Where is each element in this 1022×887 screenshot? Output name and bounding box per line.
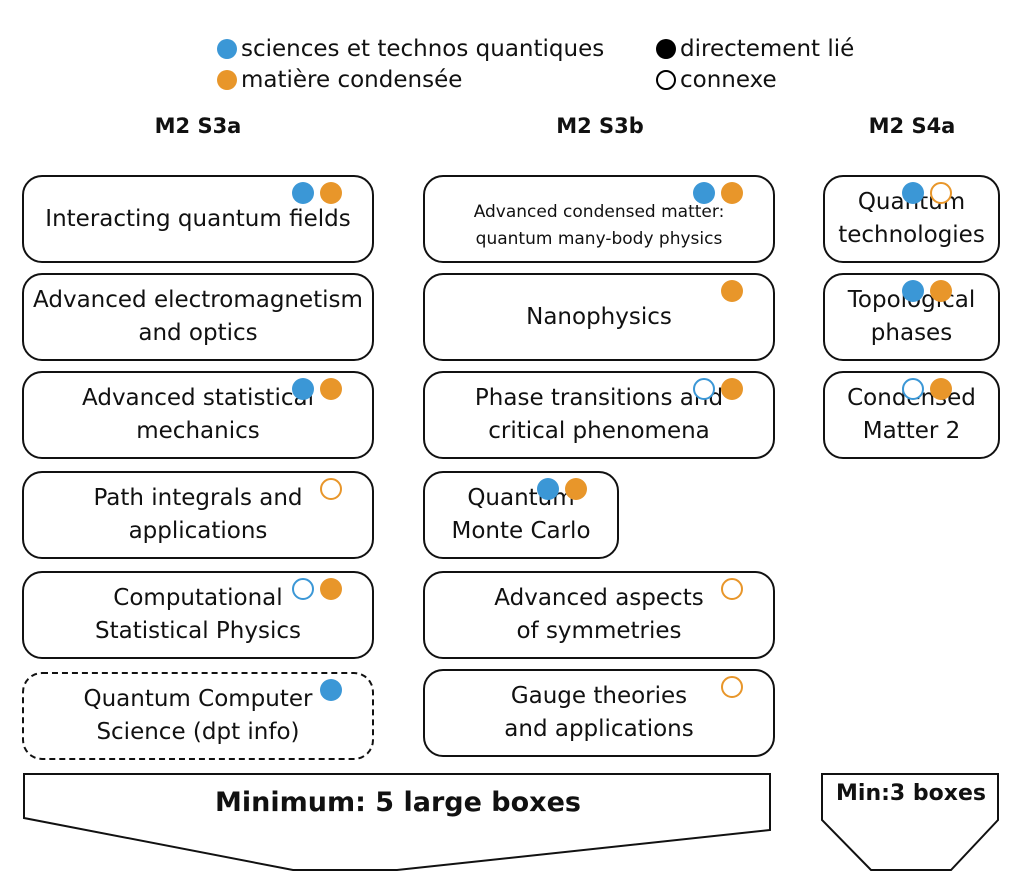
orange-dot-icon <box>721 280 743 302</box>
orange-dot-icon <box>930 280 952 302</box>
marker-group <box>693 378 743 400</box>
blue-circle-icon <box>292 578 314 600</box>
orange-circle-icon <box>320 478 342 500</box>
course-label: Nanophysics <box>526 303 672 330</box>
orange-dot-icon <box>721 182 743 204</box>
course-box: Path integrals and applications <box>22 471 374 559</box>
course-label: Topological phases <box>848 287 975 346</box>
hollow-circle-icon <box>656 70 676 90</box>
course-box: Gauge theories and applications <box>423 669 775 757</box>
marker-group <box>292 378 342 400</box>
course-box: Advanced aspects of symmetries <box>423 571 775 659</box>
legend-label: directement lié <box>680 36 855 62</box>
orange-circle-icon <box>930 182 952 204</box>
course-box: Advanced condensed matter: quantum many-… <box>423 175 775 263</box>
marker-group <box>320 478 342 500</box>
marker-group <box>320 679 342 701</box>
legend-label: sciences et technos quantiques <box>241 36 605 62</box>
column-title-s3a: M2 S3a <box>154 114 242 138</box>
blue-dot-icon <box>292 182 314 204</box>
orange-dot-icon <box>930 378 952 400</box>
course-label: Quantum Computer Science (dpt info) <box>83 686 313 745</box>
blue-dot-icon <box>292 378 314 400</box>
course-label: Advanced condensed matter: quantum many-… <box>473 202 725 249</box>
course-label: Path integrals and applications <box>93 485 303 544</box>
blue-dot-icon <box>902 182 924 204</box>
orange-dot-icon <box>320 378 342 400</box>
blue-dot-icon <box>902 280 924 302</box>
legend-label: matière condensée <box>241 67 463 93</box>
course-label: Advanced aspects of symmetries <box>494 585 704 644</box>
marker-group <box>721 578 743 600</box>
marker-group <box>902 182 952 204</box>
course-label: Computational Statistical Physics <box>94 585 301 644</box>
column-title-s3b: M2 S3b <box>556 114 644 138</box>
marker-group <box>693 182 743 204</box>
orange-dot-icon <box>565 478 587 500</box>
course-box: Advanced electromagnetism and optics <box>22 273 374 361</box>
footer-large-boxes: Minimum: 5 large boxes <box>23 773 773 873</box>
orange-circle-icon <box>721 578 743 600</box>
black-dot-icon <box>656 39 676 59</box>
legend-label: connexe <box>680 67 777 93</box>
blue-circle-icon <box>693 378 715 400</box>
course-label: Advanced statistical mechanics <box>82 385 314 444</box>
footer-small-shape <box>821 773 999 871</box>
blue-dot-icon <box>693 182 715 204</box>
marker-group <box>902 280 952 302</box>
course-box: Quantum technologies <box>823 175 1000 263</box>
marker-group <box>292 578 342 600</box>
blue-circle-icon <box>902 378 924 400</box>
course-box: Advanced statistical mechanics <box>22 371 374 459</box>
blue-dot-icon <box>537 478 559 500</box>
course-box: Quantum Monte Carlo <box>423 471 619 559</box>
marker-group <box>902 378 952 400</box>
marker-group <box>292 182 342 204</box>
legend-connexe: connexe <box>656 67 777 93</box>
course-label: Gauge theories and applications <box>504 683 694 742</box>
course-box: Nanophysics <box>423 273 775 361</box>
footer-large-shape <box>23 773 771 871</box>
course-box: Interacting quantum fields <box>22 175 374 263</box>
course-label: Interacting quantum fields <box>45 205 351 232</box>
orange-dot-icon <box>320 182 342 204</box>
course-box: Computational Statistical Physics <box>22 571 374 659</box>
blue-dot-icon <box>217 39 237 59</box>
course-label: Phase transitions and critical phenomena <box>474 385 723 444</box>
footer-large-text: Minimum: 5 large boxes <box>215 787 581 818</box>
orange-dot-icon <box>320 578 342 600</box>
legend-sciences-quantiques: sciences et technos quantiques <box>217 36 604 62</box>
footer-small-text: Min:3 boxes <box>836 781 986 806</box>
course-box: Condensed Matter 2 <box>823 371 1000 459</box>
marker-group <box>721 676 743 698</box>
blue-dot-icon <box>320 679 342 701</box>
orange-circle-icon <box>721 676 743 698</box>
course-label: Advanced electromagnetism and optics <box>33 287 363 346</box>
orange-dot-icon <box>721 378 743 400</box>
column-title-s4a: M2 S4a <box>868 114 956 138</box>
course-box: Phase transitions and critical phenomena <box>423 371 775 459</box>
legend-directement-lie: directement lié <box>656 36 854 62</box>
marker-group <box>721 280 743 302</box>
legend-matiere-condensee: matière condensée <box>217 67 462 93</box>
marker-group <box>537 478 587 500</box>
orange-dot-icon <box>217 70 237 90</box>
footer-small-boxes: Min:3 boxes <box>821 773 1001 873</box>
course-box: Topological phases <box>823 273 1000 361</box>
course-box: Quantum Computer Science (dpt info) <box>22 672 374 760</box>
